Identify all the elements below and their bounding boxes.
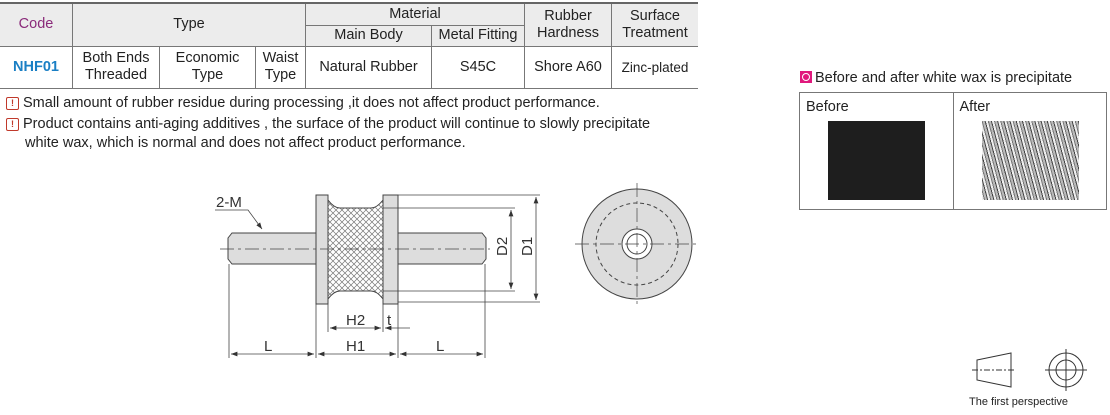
first-angle-projection-icon bbox=[972, 349, 1087, 391]
note-text: Product contains anti-aging additives , … bbox=[23, 116, 651, 132]
before-image bbox=[828, 121, 925, 200]
front-view bbox=[575, 183, 699, 305]
header-main-body: Main Body bbox=[305, 24, 432, 47]
wax-comparison: Before After bbox=[799, 92, 1107, 210]
h2-label: H2 bbox=[346, 312, 365, 329]
cell-rubber-hardness: Shore A60 bbox=[524, 45, 612, 89]
side-view bbox=[227, 194, 487, 305]
l-left-label: L bbox=[264, 338, 272, 355]
cell-metal-fitting: S45C bbox=[431, 45, 525, 89]
before-label: Before bbox=[806, 99, 849, 115]
l-right-label: L bbox=[436, 338, 444, 355]
after-cell: After bbox=[952, 93, 1107, 209]
header-rubber-hardness: Rubber Hardness bbox=[524, 2, 612, 47]
note-text: Small amount of rubber residue during pr… bbox=[23, 95, 600, 111]
t-label: t bbox=[387, 312, 392, 329]
after-label: After bbox=[959, 99, 991, 115]
thread-label: 2-M bbox=[216, 194, 242, 211]
note-1: ! Small amount of rubber residue during p… bbox=[6, 94, 600, 113]
perspective-label: The first perspective bbox=[969, 396, 1069, 408]
d1-label: D1 bbox=[519, 237, 536, 256]
cell-type1: Both Ends Threaded bbox=[72, 45, 160, 89]
header-material: Material bbox=[305, 2, 525, 26]
warning-icon: ! bbox=[6, 118, 19, 131]
header-code: Code bbox=[0, 2, 73, 47]
cell-code: NHF01 bbox=[0, 45, 73, 89]
warning-icon: ! bbox=[6, 97, 19, 110]
cell-surface-treatment: Zinc-plated bbox=[611, 45, 698, 89]
wax-title-text: Before and after white wax is precipitat… bbox=[815, 70, 1073, 86]
wax-title: Before and after white wax is precipitat… bbox=[800, 70, 1072, 86]
after-image bbox=[981, 121, 1079, 200]
header-type: Type bbox=[72, 2, 306, 47]
before-cell: Before bbox=[800, 93, 953, 209]
d2-label: D2 bbox=[494, 237, 511, 256]
circle-bullet-icon bbox=[800, 71, 812, 83]
spec-table: Code Type Material Rubber Hardness Surfa… bbox=[0, 2, 698, 89]
cell-type3: Waist Type bbox=[255, 45, 306, 89]
cell-main-body: Natural Rubber bbox=[305, 45, 432, 89]
note-2-cont: white wax, which is normal and does not … bbox=[25, 135, 466, 151]
h1-label: H1 bbox=[346, 338, 365, 355]
header-metal-fitting: Metal Fitting bbox=[431, 24, 525, 47]
note-2: ! Product contains anti-aging additives ,… bbox=[6, 115, 650, 134]
cell-type2: Economic Type bbox=[159, 45, 256, 89]
